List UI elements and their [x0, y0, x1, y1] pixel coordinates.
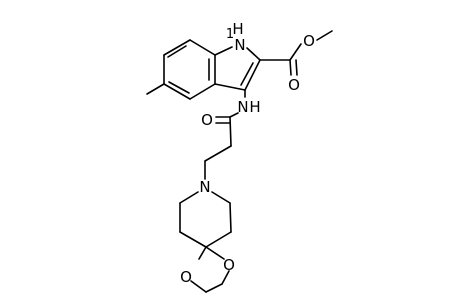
- atom-ester-carbonyl-o: O: [288, 76, 300, 94]
- bond-ch2-o-left: [190, 280, 207, 293]
- bond-pyrrole-n1-c2: [246, 47, 261, 61]
- atom-ester-ether-o: O: [303, 32, 315, 50]
- atom-indole-n: N: [234, 36, 245, 54]
- bond-ester-c-o-carbonyl-a: [289, 59, 292, 76]
- bonds: [146, 30, 333, 293]
- bond-benzene-3-inner: [168, 81, 190, 94]
- bond-pyrrole-c2-c3-inner: [240, 62, 254, 86]
- bond-pip-c6-n: [179, 191, 199, 204]
- atom-dioxolane-o-right: O: [223, 256, 235, 274]
- bond-pyrrole-c7a-n1: [214, 46, 233, 56]
- bond-pyrrole-c3-c3a: [214, 83, 246, 91]
- bond-pip-spiro-c5: [179, 231, 207, 248]
- bond-ester-c-o-ether: [289, 43, 302, 61]
- bond-ch2-ch2-dioxolane: [205, 283, 223, 293]
- bond-ester-o-methyl: [316, 30, 333, 41]
- atom-dioxolane-o-left: O: [180, 268, 192, 286]
- bond-benzene-3: [163, 83, 191, 100]
- atom-indole-h-sub: 1: [226, 27, 234, 42]
- atom-amide-h: H: [249, 98, 260, 116]
- bond-o-right-ch2: [221, 270, 230, 285]
- bond-spiro-o-right: [205, 246, 225, 260]
- bond-amide-c-ch2: [229, 116, 232, 147]
- bond-pip-c2-c3: [229, 202, 232, 233]
- atom-piperidine-n: N: [199, 178, 210, 196]
- bond-spiro-o-left: [198, 246, 207, 260]
- atom-amide-n: N: [237, 98, 248, 116]
- bond-nh-carbonyl-c: [229, 112, 239, 118]
- bond-ch2-ch2: [204, 145, 232, 162]
- bond-benzene-4: [189, 83, 216, 100]
- bond-pip-c3-spiro: [205, 231, 232, 248]
- bond-benzene-6: [189, 39, 216, 56]
- bond-benzene-1-inner: [167, 45, 187, 58]
- atom-labels: H 1 N O O N H O N O O: [180, 20, 315, 286]
- atom-indole-h: H: [232, 20, 243, 38]
- bond-ester-c-o-carbonyl-b: [295, 59, 298, 76]
- atom-amide-o: O: [201, 111, 213, 129]
- bond-benzene-1: [163, 39, 191, 56]
- bond-pip-n-c2: [211, 191, 231, 204]
- bond-pyrrole-c2-c3: [244, 59, 261, 91]
- bond-methyl: [146, 83, 165, 95]
